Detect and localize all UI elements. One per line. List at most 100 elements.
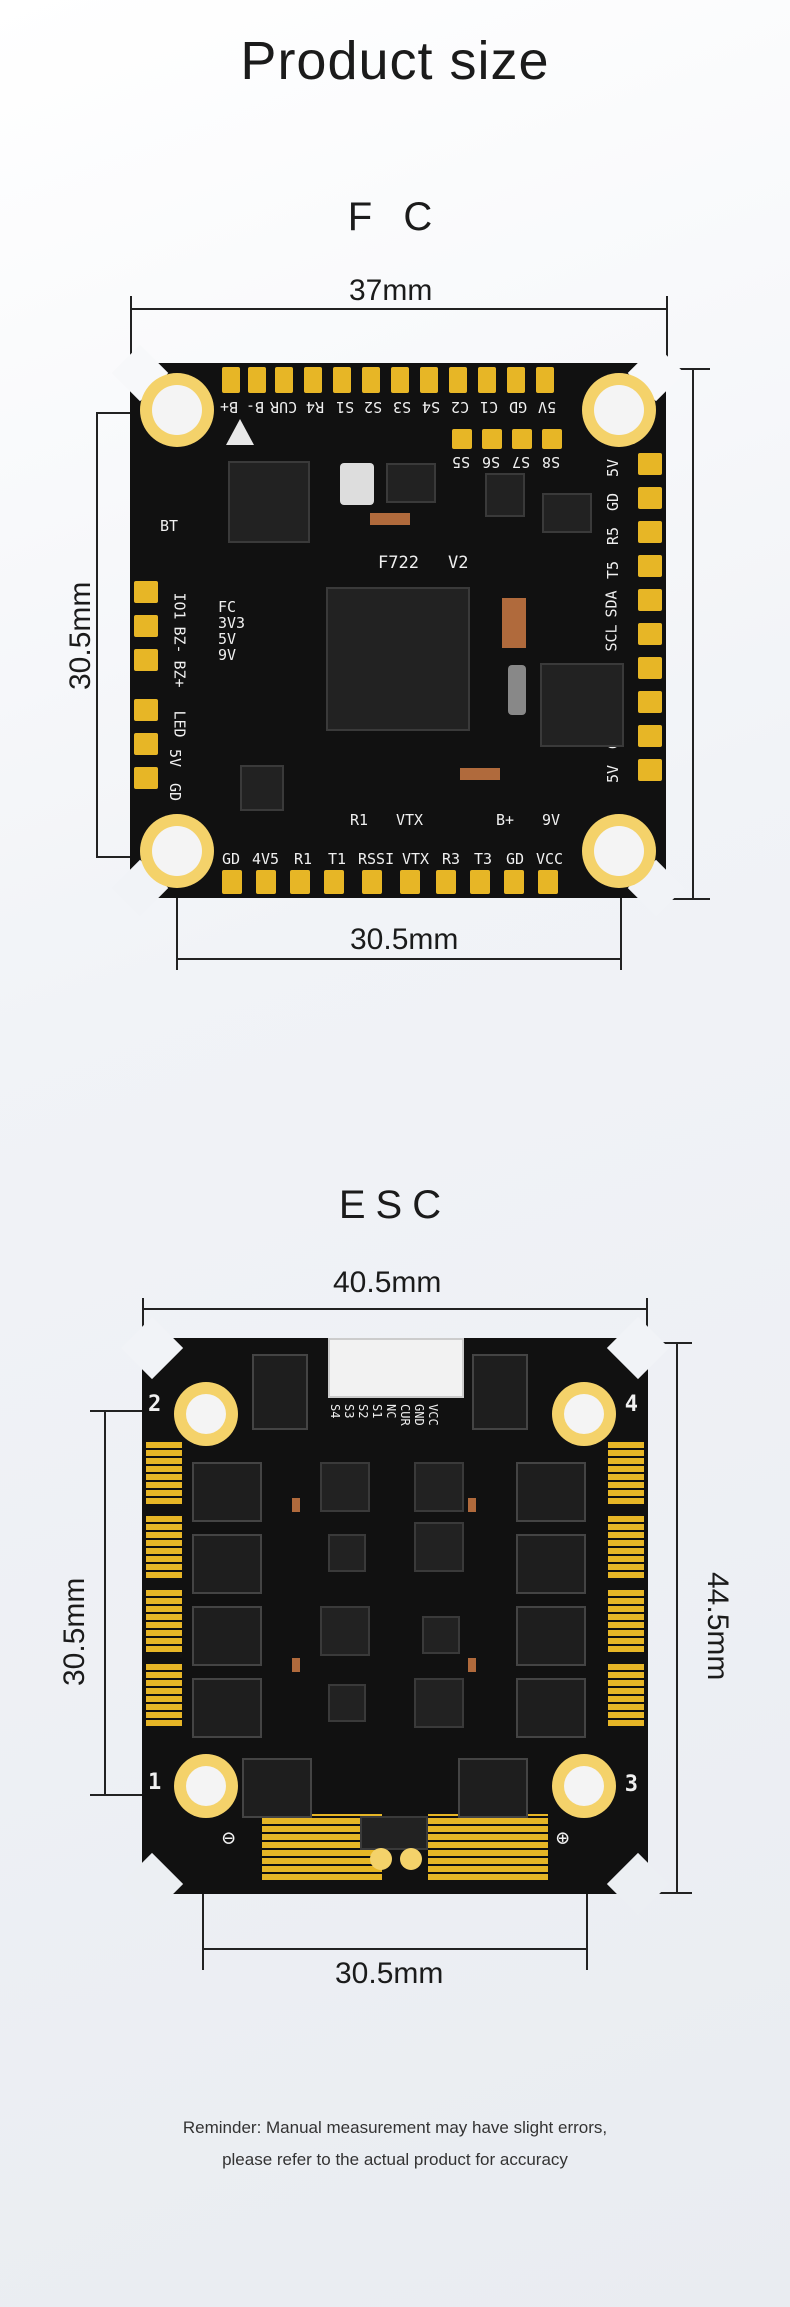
esc-signal-connector xyxy=(328,1338,464,1398)
esc-mount-h-tick-right xyxy=(586,1820,588,1970)
esc-mount-hole-3 xyxy=(552,1754,616,1818)
page-title: Product size xyxy=(240,31,550,91)
fc-mount-hole-bottom-right xyxy=(582,814,656,888)
fc-label-s5: S5 xyxy=(452,453,471,471)
esc-mount-v-line xyxy=(104,1410,106,1796)
fc-label-r5: R5 xyxy=(604,526,623,546)
esc-board: 2 4 1 3 S4 S3 S2 S1 NC CUR GND VCC xyxy=(120,1316,670,1916)
esc-mount-v-tick-bottom xyxy=(90,1794,188,1796)
fc-mount-v-label: 30.5mm xyxy=(64,581,97,690)
fc-inner-r1: R1 xyxy=(350,811,369,829)
fc-label-t3: T3 xyxy=(474,850,493,868)
fc-width-tick-right xyxy=(666,296,668,376)
fc-mount-h-tick-right xyxy=(620,880,622,970)
fc-label-r4: R4 xyxy=(306,398,325,416)
fc-label-s4: S4 xyxy=(422,398,441,416)
fc-label-bottom-gd2: GD xyxy=(506,850,525,868)
fc-label-s2: S2 xyxy=(364,398,383,416)
esc-mount-v-label: 30.5mm xyxy=(58,1577,91,1686)
fc-gyro-chip xyxy=(228,461,310,543)
fc-model-label: F722 xyxy=(378,553,419,573)
fc-label-c1: C1 xyxy=(480,398,499,416)
fc-label-cur: CUR xyxy=(270,398,298,416)
esc-corner-1: 1 xyxy=(148,1770,162,1795)
fc-label-bottom-vtx: VTX xyxy=(402,850,430,868)
fc-mount-h-tick-left xyxy=(176,880,178,970)
fc-logo-icon xyxy=(226,419,254,445)
fc-label-sda: SDA xyxy=(602,590,621,618)
esc-height-tick-top xyxy=(650,1342,692,1344)
fc-label-bottom-r1: R1 xyxy=(294,850,313,868)
fc-label-c2: C2 xyxy=(451,398,470,416)
fc-label-s3: S3 xyxy=(393,398,412,416)
esc-heading: ESC xyxy=(338,1183,452,1227)
fc-label-s7: S7 xyxy=(512,453,531,471)
fc-led-label-fc: FC xyxy=(218,598,237,616)
fc-width-line xyxy=(130,308,668,310)
reminder-line-1: Reminder: Manual measurement may have sl… xyxy=(182,2118,608,2137)
fc-mount-hole-top-left xyxy=(140,373,214,447)
esc-height-label: 44.5mm xyxy=(701,1572,734,1681)
esc-polarity-positive: ⊕ xyxy=(556,1826,570,1851)
fc-label-s6: S6 xyxy=(482,453,501,471)
fc-label-vcc: VCC xyxy=(536,850,564,868)
esc-polarity-negative: ⊖ xyxy=(222,1826,236,1851)
esc-width-line xyxy=(142,1308,648,1310)
fc-label-4v5: 4V5 xyxy=(252,850,280,868)
fc-width-label: 37mm xyxy=(349,274,433,307)
esc-corner-3: 3 xyxy=(624,1772,638,1797)
fc-mcu-chip xyxy=(326,587,470,731)
esc-mount-h-line xyxy=(202,1948,588,1950)
fc-label-gd-top: GD xyxy=(509,398,528,416)
fc-regulator-chip xyxy=(540,663,624,747)
esc-conn-s2: S2 xyxy=(356,1404,370,1419)
esc-corner-4: 4 xyxy=(624,1392,638,1417)
esc-mount-v-tick-top xyxy=(90,1410,188,1412)
fc-label-b-minus: B- xyxy=(246,398,265,416)
fc-board: B+ B- CUR R4 S1 S2 S3 S4 C2 C1 GD 5V S5 … xyxy=(111,344,685,917)
esc-mount-h-tick-left xyxy=(202,1820,204,1970)
fc-label-led: LED xyxy=(170,710,189,738)
fc-label-bz-plus: BZ+ xyxy=(170,660,189,688)
reminder-line-2: please refer to the actual product for a… xyxy=(222,2150,568,2169)
fc-heading: F C xyxy=(347,195,443,239)
fc-label-bottom-gd: GD xyxy=(222,850,241,868)
fc-label-right-5v: 5V xyxy=(604,458,623,478)
esc-mount-hole-1 xyxy=(174,1754,238,1818)
esc-mount-hole-2 xyxy=(174,1382,238,1446)
fc-label-right-5v2: 5V xyxy=(604,764,623,784)
fc-height-tick-bottom xyxy=(640,898,710,900)
fc-led-label-9v: 9V xyxy=(218,646,237,664)
esc-conn-cur: CUR xyxy=(398,1404,412,1426)
fc-inner-vtx: VTX xyxy=(396,811,424,829)
fc-label-left-gd: GD xyxy=(166,782,185,802)
fc-label-t5: T5 xyxy=(604,560,623,580)
fc-inner-b-plus: B+ xyxy=(496,811,515,829)
fc-label-io1: IO1 xyxy=(170,592,189,620)
fc-inner-9v: 9V xyxy=(542,811,561,829)
fc-mount-hole-top-right xyxy=(582,373,656,447)
fc-mount-hole-bottom-left xyxy=(140,814,214,888)
esc-mount-hole-4 xyxy=(552,1382,616,1446)
esc-height-tick-bottom xyxy=(650,1892,692,1894)
fc-label-r3: R3 xyxy=(442,850,461,868)
esc-conn-s1: S1 xyxy=(370,1404,384,1419)
fc-label-right-gd: GD xyxy=(604,492,623,512)
esc-conn-s3: S3 xyxy=(342,1404,356,1419)
fc-mount-h-line xyxy=(176,958,622,960)
fc-height-line xyxy=(692,368,694,900)
esc-corner-2: 2 xyxy=(148,1392,162,1417)
fc-label-s1: S1 xyxy=(336,398,355,416)
esc-conn-gnd: GND xyxy=(412,1404,426,1426)
fc-label-left-5v: 5V xyxy=(166,748,185,768)
fc-label-5v-top: 5V xyxy=(538,398,557,416)
fc-inner-bt: BT xyxy=(160,517,179,535)
esc-conn-nc: NC xyxy=(384,1404,398,1419)
fc-label-scl: SCL xyxy=(602,624,621,652)
esc-width-label: 40.5mm xyxy=(333,1266,442,1299)
fc-mount-v-line xyxy=(96,412,98,858)
esc-width-tick-right xyxy=(646,1298,648,1328)
esc-conn-vcc: VCC xyxy=(426,1404,440,1426)
esc-width-tick-left xyxy=(142,1298,144,1328)
fc-label-s8: S8 xyxy=(542,453,561,471)
